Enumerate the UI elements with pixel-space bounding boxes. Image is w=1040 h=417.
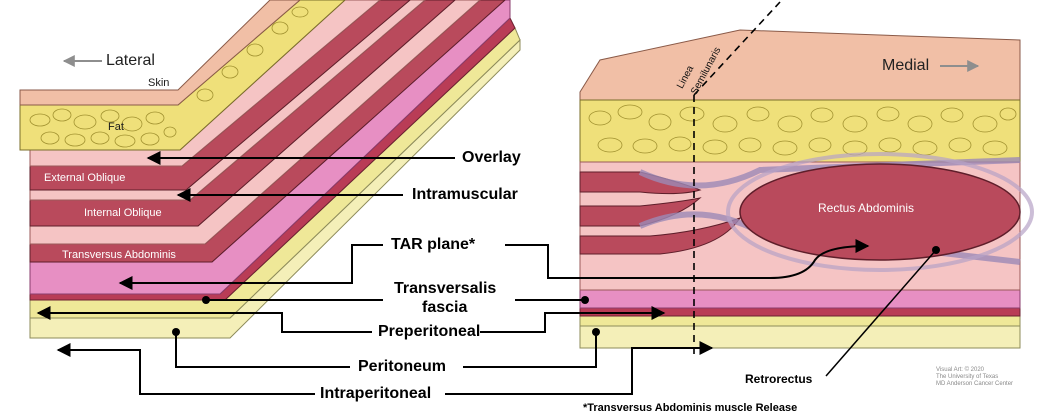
right-preperitoneal xyxy=(580,316,1020,326)
credit-line-3: MD Anderson Cancer Center xyxy=(936,381,1013,388)
intraperitoneal-label: Intraperitoneal xyxy=(320,386,431,402)
right-peritoneum xyxy=(580,326,1020,348)
medial-label: Medial xyxy=(882,58,929,74)
right-tissue-block xyxy=(580,30,1032,348)
transversalis-dot-right xyxy=(581,296,589,304)
fat-label: Fat xyxy=(108,122,124,133)
intraperitoneal-arrow-right xyxy=(445,348,712,394)
footnote: *Transversus Abdominis muscle Release xyxy=(583,403,797,414)
peritoneum-label: Peritoneum xyxy=(358,359,446,375)
peritoneum-pointer-right xyxy=(463,332,596,367)
intramuscular-label: Intramuscular xyxy=(412,187,518,203)
peritoneum-dot-right xyxy=(592,328,600,336)
transversalis-label: Transversalis xyxy=(394,281,496,297)
transversus-abdominis-label: Transversus Abdominis xyxy=(62,250,176,261)
internal-oblique-label: Internal Oblique xyxy=(84,208,162,219)
transversalis-dot-left xyxy=(202,296,210,304)
retrorectus-dot xyxy=(932,246,940,254)
fascia-label: fascia xyxy=(422,300,467,316)
retrorectus-label: Retrorectus xyxy=(745,373,812,385)
tar-plane-label: TAR plane* xyxy=(391,237,475,253)
peritoneum-dot-left xyxy=(172,328,180,336)
overlay-label: Overlay xyxy=(462,150,521,166)
rectus-abdominis-label: Rectus Abdominis xyxy=(818,202,914,214)
credit-line-2: The University of Texas xyxy=(936,374,1013,381)
external-oblique-label: External Oblique xyxy=(44,173,125,184)
preperitoneal-label: Preperitoneal xyxy=(378,324,480,340)
skin-label: Skin xyxy=(148,78,169,89)
credit-line-1: Visual Art: © 2020 xyxy=(936,367,1013,374)
credit: Visual Art: © 2020 The University of Tex… xyxy=(936,367,1013,388)
intraperitoneal-arrow-left xyxy=(58,350,315,394)
lateral-label: Lateral xyxy=(106,53,155,69)
